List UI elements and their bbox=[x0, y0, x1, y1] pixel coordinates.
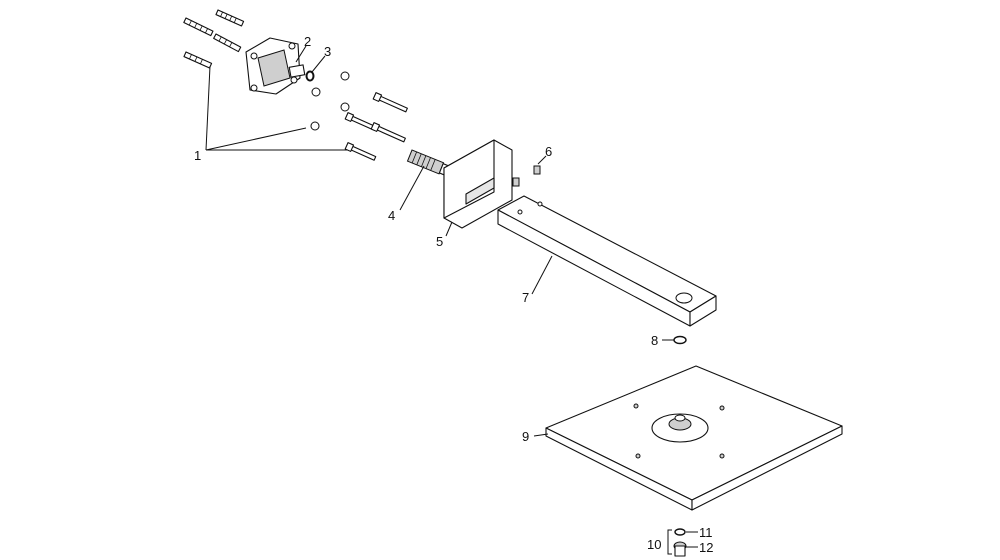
callout-labels: 1 2 3 4 5 6 7 8 9 10 11 12 bbox=[194, 34, 713, 555]
screw-e bbox=[372, 92, 408, 113]
callout-3: 3 bbox=[324, 44, 331, 59]
callout-5: 5 bbox=[436, 234, 443, 249]
callout-4: 4 bbox=[388, 208, 395, 223]
screw-c bbox=[213, 33, 242, 53]
screw-f bbox=[344, 112, 377, 131]
washer-1 bbox=[340, 71, 350, 81]
screw-b bbox=[183, 17, 214, 37]
o-ring bbox=[305, 70, 315, 82]
small-parts bbox=[673, 528, 687, 557]
callout-6: 6 bbox=[545, 144, 552, 159]
grub-screws bbox=[512, 165, 541, 187]
overhead-shower-plate bbox=[545, 365, 843, 511]
mounting-plate bbox=[245, 37, 306, 95]
callout-7: 7 bbox=[522, 290, 529, 305]
wall-flange bbox=[443, 139, 513, 229]
callout-12: 12 bbox=[699, 540, 713, 555]
callout-10: 10 bbox=[647, 537, 661, 552]
screw-h bbox=[344, 142, 377, 161]
callout-11: 11 bbox=[699, 525, 713, 540]
wall-anchor-screws bbox=[183, 9, 408, 161]
washer-3 bbox=[340, 102, 350, 112]
screw-a bbox=[215, 9, 245, 27]
callout-8: 8 bbox=[651, 333, 658, 348]
washer-4 bbox=[310, 121, 320, 131]
leader-lines bbox=[205, 45, 698, 555]
callout-2: 2 bbox=[304, 34, 311, 49]
washer-2 bbox=[311, 87, 321, 97]
callout-9: 9 bbox=[522, 429, 529, 444]
screw-d bbox=[183, 51, 213, 69]
shower-arm bbox=[497, 195, 717, 327]
seal-ring bbox=[673, 335, 687, 345]
callout-1: 1 bbox=[194, 148, 201, 163]
screw-g bbox=[370, 122, 406, 143]
